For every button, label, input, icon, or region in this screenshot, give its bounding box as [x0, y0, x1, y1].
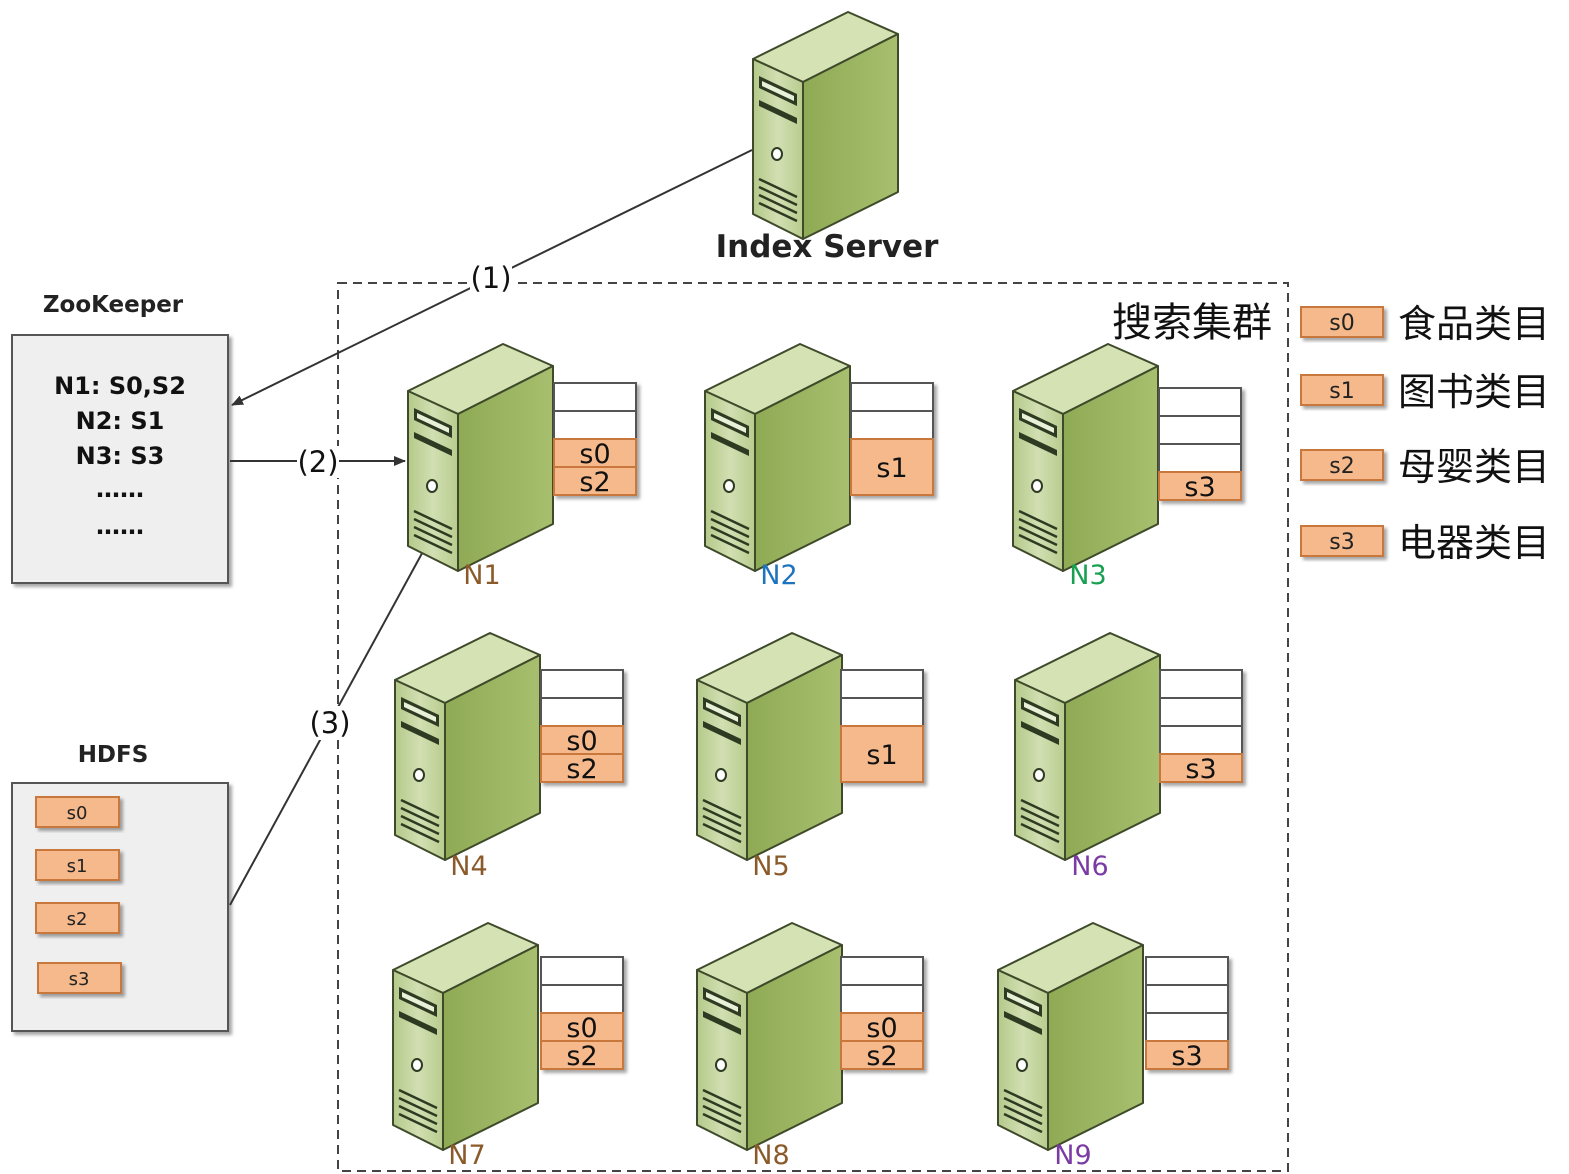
- shard-stack: [1158, 387, 1242, 501]
- node-label: N5: [752, 851, 789, 882]
- node-label: N1: [463, 560, 500, 591]
- arrow-3-label: (3): [309, 706, 350, 740]
- legend-item-s1: s1 图书类目: [1300, 370, 1550, 414]
- hdfs-shard: s3: [37, 962, 122, 994]
- legend-shard-label: s1: [1329, 379, 1354, 404]
- server-icon: [406, 342, 555, 573]
- shard-stack: [850, 382, 934, 496]
- zookeeper-line: ……: [96, 475, 144, 503]
- server-icon: [703, 342, 852, 573]
- search-cluster-title: 搜索集群: [1112, 300, 1272, 346]
- server-icon: [1013, 631, 1162, 862]
- node-label: N3: [1069, 560, 1106, 591]
- shard-label: s2: [579, 467, 610, 498]
- shard-label: s1: [866, 740, 897, 771]
- hdfs-title: HDFS: [78, 742, 149, 768]
- shard-stack: [1159, 669, 1243, 783]
- index-server-label: Index Server: [716, 229, 939, 265]
- server-icon: [996, 921, 1145, 1152]
- node-label: N9: [1054, 1140, 1091, 1171]
- server-icon: [393, 631, 542, 862]
- shard-label: s0: [566, 1013, 597, 1044]
- shard-label: s0: [579, 439, 610, 470]
- legend-item-s0: s0 食品类目: [1300, 302, 1550, 346]
- shard-label: s3: [1171, 1041, 1202, 1072]
- shard-stack: [553, 382, 637, 496]
- legend-shard-label: s2: [1329, 454, 1354, 479]
- legend-category-label: 电器类目: [1398, 521, 1550, 565]
- shard-stack: [1145, 956, 1229, 1070]
- arrow-2-label: (2): [297, 445, 338, 479]
- server-icon: [695, 921, 844, 1152]
- shard-label: s3: [1185, 754, 1216, 785]
- legend-item-s3: s3 电器类目: [1300, 521, 1550, 565]
- zookeeper-panel: [11, 334, 229, 584]
- legend-shard-label: s0: [1329, 311, 1354, 336]
- node-label: N4: [450, 851, 487, 882]
- node-label: N8: [752, 1140, 789, 1171]
- shard-stack: [840, 956, 924, 1070]
- zookeeper-line: N1: S0,S2: [54, 372, 186, 400]
- hdfs-shard-label: s2: [67, 909, 88, 930]
- zookeeper-title: ZooKeeper: [43, 292, 184, 318]
- shard-label: s2: [566, 754, 597, 785]
- hdfs-shard-label: s3: [69, 969, 90, 990]
- hdfs-shard: s1: [35, 849, 120, 881]
- server-icon: [391, 921, 540, 1152]
- shard-label: s3: [1184, 472, 1215, 503]
- zookeeper-line: N3: S3: [76, 442, 165, 470]
- legend-item-s2: s2 母婴类目: [1300, 445, 1550, 489]
- legend-category-label: 图书类目: [1398, 370, 1550, 414]
- legend-category-label: 食品类目: [1398, 302, 1550, 346]
- zookeeper-line: ……: [96, 512, 144, 540]
- shard-label: s2: [566, 1041, 597, 1072]
- node-label: N7: [448, 1140, 485, 1171]
- hdfs-shard-label: s0: [67, 803, 88, 824]
- shard-label: s0: [866, 1013, 897, 1044]
- hdfs-shard-label: s1: [67, 856, 88, 877]
- hdfs-shard: s0: [35, 796, 120, 828]
- shard-label: s2: [866, 1041, 897, 1072]
- hdfs-shard: s2: [35, 902, 120, 934]
- shard-label: s0: [566, 726, 597, 757]
- legend-shard-label: s3: [1329, 530, 1354, 555]
- shard-stack: [840, 669, 924, 783]
- shard-label: s1: [876, 453, 907, 484]
- arrow-1-label: (1): [470, 261, 511, 295]
- server-icon: [695, 631, 844, 862]
- legend-category-label: 母婴类目: [1398, 445, 1550, 489]
- shard-stack: [540, 956, 624, 1070]
- node-label: N2: [760, 560, 797, 591]
- index-server-icon: [751, 10, 900, 241]
- shard-stack: [540, 669, 624, 783]
- zookeeper-line: N2: S1: [76, 407, 165, 435]
- server-icon: [1011, 342, 1160, 573]
- node-label: N6: [1071, 851, 1108, 882]
